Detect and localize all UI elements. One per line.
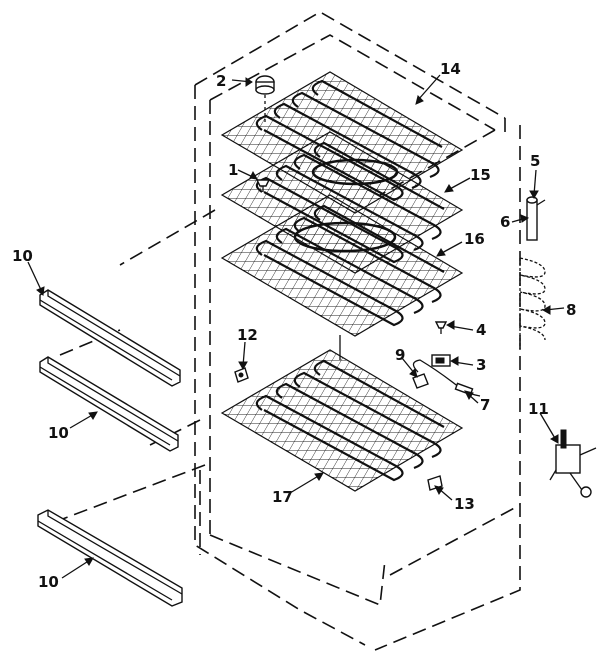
callout-1: 1 (228, 161, 238, 179)
part-4-screw (434, 321, 448, 334)
callout-4: 4 (476, 321, 486, 339)
part-12-clip (234, 367, 249, 383)
callout-7: 7 (480, 396, 490, 414)
evaporator-shelf-16 (220, 194, 464, 337)
callout-labels: 2 14 1 15 5 6 16 8 10 12 4 9 3 7 10 11 1… (12, 60, 576, 591)
callout-9: 9 (395, 346, 405, 364)
evaporator-shelf-17 (220, 349, 464, 492)
callout-12: 12 (237, 326, 258, 344)
part-1-screw (255, 179, 271, 192)
callout-3: 3 (476, 356, 486, 374)
part-2-cap (255, 75, 275, 125)
callout-10-bottom: 10 (38, 573, 59, 591)
shelf-rail-10-top (39, 289, 181, 387)
leader-lines (27, 74, 565, 579)
callout-16: 16 (464, 230, 485, 248)
part-11-thermostat (549, 429, 597, 498)
callout-2: 2 (216, 72, 226, 90)
callout-13: 13 (454, 495, 475, 513)
callout-6: 6 (500, 213, 510, 231)
callout-8: 8 (566, 301, 576, 319)
shelf-rail-10-middle (39, 356, 179, 452)
shelf-rail-10-bottom (37, 509, 183, 607)
part-8-heater-coil (519, 257, 546, 350)
callout-11: 11 (528, 400, 549, 418)
callout-17: 17 (272, 488, 293, 506)
part-5-6-tube (526, 196, 546, 241)
part-3-clip (431, 354, 451, 367)
callout-10-top: 10 (12, 247, 33, 265)
callout-5: 5 (530, 152, 540, 170)
part-9-bracket (412, 373, 429, 389)
callout-14: 14 (440, 60, 461, 78)
callout-10-middle: 10 (48, 424, 69, 442)
callout-15: 15 (470, 166, 491, 184)
